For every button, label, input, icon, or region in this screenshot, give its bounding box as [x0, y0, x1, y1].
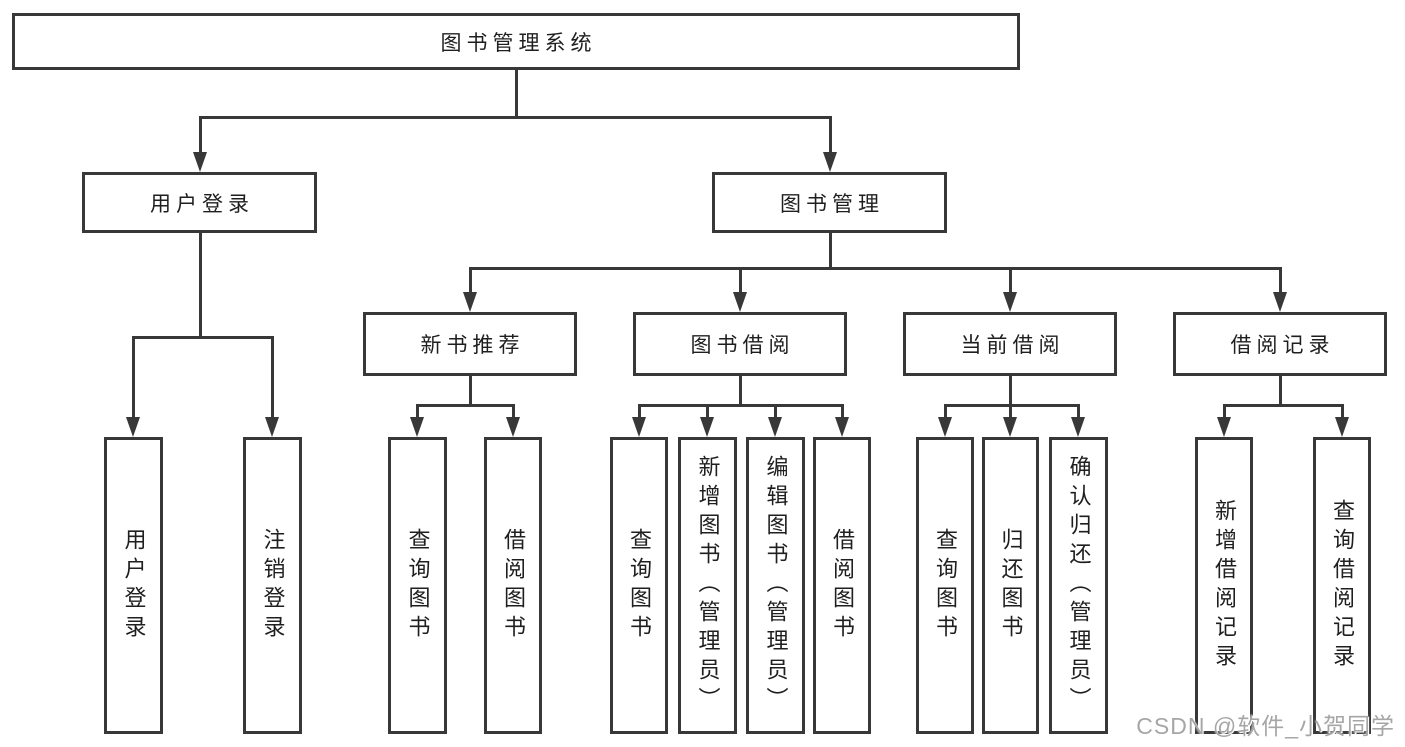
connector-line — [271, 337, 274, 421]
arrow-down-icon — [410, 417, 424, 437]
connector-line — [706, 405, 709, 420]
connector-line — [515, 70, 518, 118]
connector-line — [638, 404, 844, 407]
leaf-add-borrow-record: 新增借阅记录 — [1195, 437, 1253, 734]
arrow-down-icon — [632, 417, 646, 437]
connector-line — [1009, 405, 1012, 420]
leaf-user-login: 用户登录 — [104, 437, 163, 734]
arrow-down-icon — [700, 417, 714, 437]
node-label: 注销登录 — [260, 527, 286, 644]
leaf-confirm-return-admin: 确认归还（管理员） — [1049, 437, 1108, 734]
node-label: 图书管理 — [780, 192, 884, 216]
node-label: 借阅图书 — [501, 527, 526, 644]
node-book-borrowing: 图书借阅 — [633, 312, 847, 376]
connector-line — [1009, 268, 1012, 296]
connector-line — [416, 404, 515, 407]
connector-line — [469, 267, 1282, 270]
connector-line — [199, 116, 832, 119]
node-label: 当前借阅 — [960, 334, 1065, 357]
node-label: 查询图书 — [933, 527, 958, 644]
node-label: 用户登录 — [150, 192, 254, 216]
leaf-search-books-recommend: 查询图书 — [388, 437, 447, 734]
node-label: 查询图书 — [627, 527, 652, 644]
connector-line — [774, 405, 777, 420]
arrow-down-icon — [1003, 417, 1017, 437]
arrow-down-icon — [193, 152, 207, 172]
arrow-down-icon — [463, 292, 477, 312]
connector-line — [132, 337, 135, 421]
node-label: 查询借阅记录 — [1330, 498, 1355, 673]
connector-line — [829, 233, 832, 269]
node-current-borrowing: 当前借阅 — [903, 312, 1117, 376]
connector-line — [1223, 405, 1226, 420]
arrow-down-icon — [1071, 417, 1085, 437]
arrow-down-icon — [768, 417, 782, 437]
connector-line — [638, 405, 641, 420]
node-label: 图书借阅 — [690, 334, 795, 357]
leaf-edit-book-admin: 编辑图书（管理员） — [746, 437, 805, 734]
leaf-search-borrow-record: 查询借阅记录 — [1313, 437, 1371, 734]
connector-line — [944, 405, 947, 420]
node-new-book-recommend: 新书推荐 — [363, 312, 577, 376]
arrow-down-icon — [126, 417, 140, 437]
connector-line — [944, 404, 1080, 407]
connector-line — [1279, 376, 1282, 407]
node-label: 新书推荐 — [420, 334, 525, 357]
leaf-search-books-current: 查询图书 — [916, 437, 974, 734]
node-label: 借阅图书 — [830, 527, 855, 644]
arrow-down-icon — [1335, 417, 1349, 437]
connector-line — [1341, 405, 1344, 420]
connector-line — [469, 268, 472, 296]
connector-line — [1009, 376, 1012, 407]
arrow-down-icon — [733, 292, 747, 312]
arrow-down-icon — [823, 152, 837, 172]
leaf-borrow-books-borrowing: 借阅图书 — [813, 437, 871, 734]
arrow-down-icon — [265, 417, 279, 437]
node-label: 归还图书 — [998, 527, 1024, 644]
node-label: 新增借阅记录 — [1212, 498, 1237, 673]
node-book-management: 图书管理 — [712, 172, 947, 233]
connector-line — [1077, 405, 1080, 420]
node-label: 图书管理系统 — [440, 31, 597, 55]
leaf-add-book-admin: 新增图书（管理员） — [678, 437, 737, 734]
node-label: 编辑图书（管理员） — [763, 455, 789, 716]
node-label: 确认归还（管理员） — [1066, 455, 1092, 716]
node-label: 新增图书（管理员） — [695, 455, 721, 716]
arrow-down-icon — [506, 417, 520, 437]
connector-line — [829, 118, 832, 158]
connector-line — [416, 405, 419, 420]
node-library-management-system: 图书管理系统 — [12, 13, 1020, 70]
node-label: 查询图书 — [405, 527, 431, 644]
leaf-return-books: 归还图书 — [982, 437, 1039, 734]
arrow-down-icon — [835, 417, 849, 437]
node-label: 借阅记录 — [1230, 334, 1335, 357]
leaf-logout: 注销登录 — [243, 437, 302, 734]
node-borrowing-records: 借阅记录 — [1173, 312, 1387, 376]
connector-line — [739, 376, 742, 407]
node-label: 用户登录 — [121, 527, 147, 644]
connector-line — [1279, 268, 1282, 296]
arrow-down-icon — [1003, 292, 1017, 312]
connector-line — [739, 268, 742, 296]
leaf-search-books-borrowing: 查询图书 — [610, 437, 668, 734]
connector-line — [469, 376, 472, 407]
connector-line — [512, 405, 515, 420]
leaf-borrow-books-recommend: 借阅图书 — [484, 437, 542, 734]
arrow-down-icon — [938, 417, 952, 437]
connector-line — [199, 118, 202, 158]
connector-line — [841, 405, 844, 420]
connector-line — [132, 336, 274, 339]
arrow-down-icon — [1217, 417, 1231, 437]
node-user-login-group: 用户登录 — [82, 172, 317, 233]
connector-line — [199, 233, 202, 339]
arrow-down-icon — [1273, 292, 1287, 312]
connector-line — [1223, 404, 1344, 407]
watermark-text: CSDN @软件_小贺同学 — [1136, 713, 1395, 739]
